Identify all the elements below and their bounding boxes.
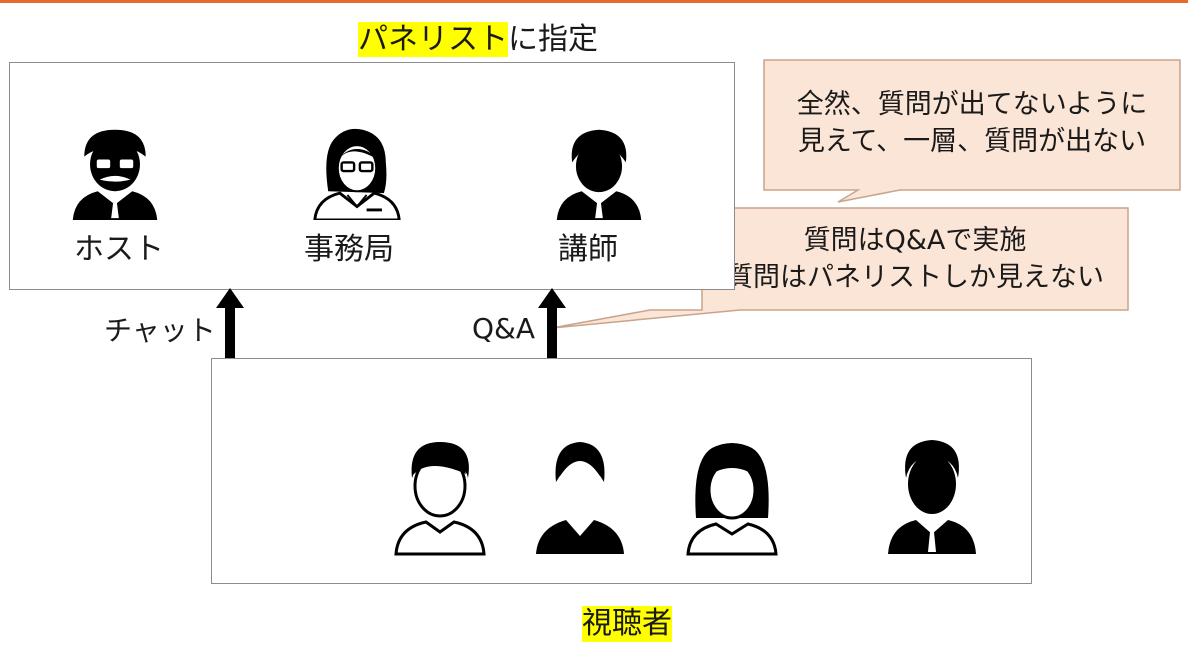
panelist-title: パネリストに指定 [358,20,598,60]
panelist-label-lecturer: 講師 [558,232,618,267]
chat-arrow-label: チャット [104,314,216,347]
callout-top-line2: 見えて、一層、質問が出ない [797,126,1147,157]
callout-middle-line2: 質問はパネリストしか見えない [726,262,1104,293]
callout-top-line1: 全然、質問が出てないように [796,89,1148,120]
callout-top-shape [763,59,1181,203]
man-suit-icon [556,129,642,220]
chat-arrow [216,288,244,362]
qa-arrow [538,288,566,362]
top-accent-rule [0,0,1188,3]
woman-glasses-icon [313,128,401,220]
man-outline-icon [394,442,486,556]
businessman-silhouette-icon [888,440,976,554]
title-highlight: パネリスト [358,22,508,57]
callout-middle-line1: 質問はQ&Aで実施 [803,225,1027,256]
panelist-label-host: ホスト [74,232,164,267]
viewer-label: 視聴者 [582,606,672,642]
callout-top: 全然、質問が出てないように 見えて、一層、質問が出ない [764,86,1180,160]
qa-arrow-label: Q&A [472,312,536,345]
man-glasses-mustache-icon [72,129,158,220]
callout-middle: 質問はQ&Aで実施 質問はパネリストしか見えない [702,222,1128,296]
panelist-label-staff: 事務局 [304,232,394,267]
callout-middle-shape [551,207,1129,329]
woman-outline-icon [686,443,778,556]
title-rest: に指定 [508,22,598,57]
woman-suit-icon [536,442,624,554]
